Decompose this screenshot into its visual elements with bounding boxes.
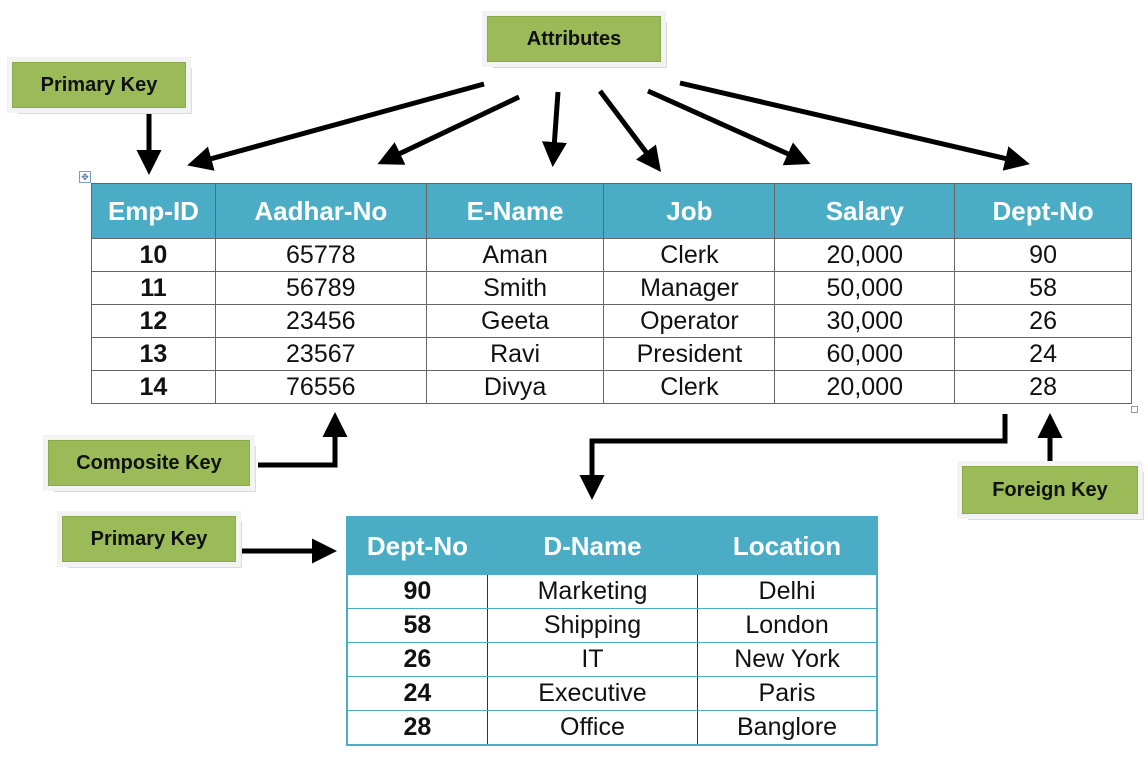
composite-key-arrow (258, 412, 348, 468)
table-cell: 28 (954, 370, 1132, 404)
table-cell: Banglore (697, 710, 878, 746)
table-cell: 13 (91, 337, 216, 371)
composite-key-label: Composite Key (43, 435, 255, 491)
table-cell: 10 (91, 238, 216, 272)
table-cell: 20,000 (774, 370, 956, 404)
table-cell: IT (486, 642, 699, 677)
foreign-key-connector (579, 414, 1008, 500)
table-cell: Smith (425, 271, 605, 305)
table-cell: 65778 (214, 238, 427, 272)
table-cell: 76556 (214, 370, 427, 404)
table-cell: Divya (425, 370, 605, 404)
table-cell: 90 (954, 238, 1132, 272)
header-emp-id: Emp-ID (91, 183, 216, 239)
table-cell: 30,000 (774, 304, 956, 338)
table-cell: Shipping (486, 608, 699, 643)
table-cell: Delhi (697, 574, 878, 609)
table-cell: Office (486, 710, 699, 746)
department-table: Dept-No D-Name Location 90 Marketing Del… (346, 516, 878, 746)
table-cell: New York (697, 642, 878, 677)
primary-key-label-bottom: Primary Key (57, 511, 241, 567)
table-cell: 20,000 (774, 238, 956, 272)
header-job: Job (603, 183, 776, 239)
attributes-label: Attributes (482, 11, 666, 67)
table-cell: 60,000 (774, 337, 956, 371)
table-cell: Ravi (425, 337, 605, 371)
table-row: 11 56789 Smith Manager 50,000 58 (91, 271, 1132, 305)
attribute-arrow-salary (646, 88, 811, 166)
attribute-arrow-ename (541, 91, 567, 167)
table-cell: 58 (954, 271, 1132, 305)
header-d-name: D-Name (486, 516, 699, 575)
table-row: 13 23567 Ravi President 60,000 24 (91, 337, 1132, 371)
table-cell: Geeta (425, 304, 605, 338)
table-cell: 90 (346, 574, 488, 609)
table-row: 14 76556 Divya Clerk 20,000 28 (91, 370, 1132, 404)
table-header-row: Emp-ID Aadhar-No E-Name Job Salary Dept-… (91, 183, 1132, 239)
table-cell: 23567 (214, 337, 427, 371)
header-e-name: E-Name (425, 183, 605, 239)
table-cell: 11 (91, 271, 216, 305)
attribute-arrow-dept (679, 80, 1030, 171)
foreign-key-label: Foreign Key (957, 461, 1143, 519)
header-dept-no: Dept-No (954, 183, 1132, 239)
table-cell: Paris (697, 676, 878, 711)
table-cell: 23456 (214, 304, 427, 338)
table-cell: Manager (603, 271, 776, 305)
table-cell: 24 (346, 676, 488, 711)
attribute-arrow-aadhar (377, 94, 521, 165)
table-cell: 28 (346, 710, 488, 746)
header-dept-no: Dept-No (346, 516, 488, 575)
table-cell: 26 (346, 642, 488, 677)
header-salary: Salary (774, 183, 956, 239)
table-cell: Marketing (486, 574, 699, 609)
table-cell: 58 (346, 608, 488, 643)
primary-key-label-top: Primary Key (7, 57, 191, 113)
table-row: 58 Shipping London (346, 608, 878, 643)
table-row: 28 Office Banglore (346, 710, 878, 746)
table-move-handle[interactable]: ✥ (79, 171, 91, 183)
table-header-row: Dept-No D-Name Location (346, 516, 878, 575)
table-cell: Clerk (603, 238, 776, 272)
table-cell: 14 (91, 370, 216, 404)
table-row: 10 65778 Aman Clerk 20,000 90 (91, 238, 1132, 272)
table-cell: Executive (486, 676, 699, 711)
table-row: 24 Executive Paris (346, 676, 878, 711)
table-cell: 24 (954, 337, 1132, 371)
attribute-arrow-emp-id (187, 81, 485, 171)
table-cell: 12 (91, 304, 216, 338)
table-cell: 26 (954, 304, 1132, 338)
table-cell: Clerk (603, 370, 776, 404)
attribute-arrow-job (598, 89, 662, 172)
table-cell: President (603, 337, 776, 371)
table-cell: 56789 (214, 271, 427, 305)
table-row: 90 Marketing Delhi (346, 574, 878, 609)
table-cell: London (697, 608, 878, 643)
table-row: 12 23456 Geeta Operator 30,000 26 (91, 304, 1132, 338)
table-cell: Aman (425, 238, 605, 272)
table-cell: Operator (603, 304, 776, 338)
employee-table: Emp-ID Aadhar-No E-Name Job Salary Dept-… (91, 183, 1132, 404)
table-resize-handle[interactable] (1131, 406, 1138, 413)
header-location: Location (697, 516, 878, 575)
table-row: 26 IT New York (346, 642, 878, 677)
header-aadhar-no: Aadhar-No (214, 183, 427, 239)
table-cell: 50,000 (774, 271, 956, 305)
